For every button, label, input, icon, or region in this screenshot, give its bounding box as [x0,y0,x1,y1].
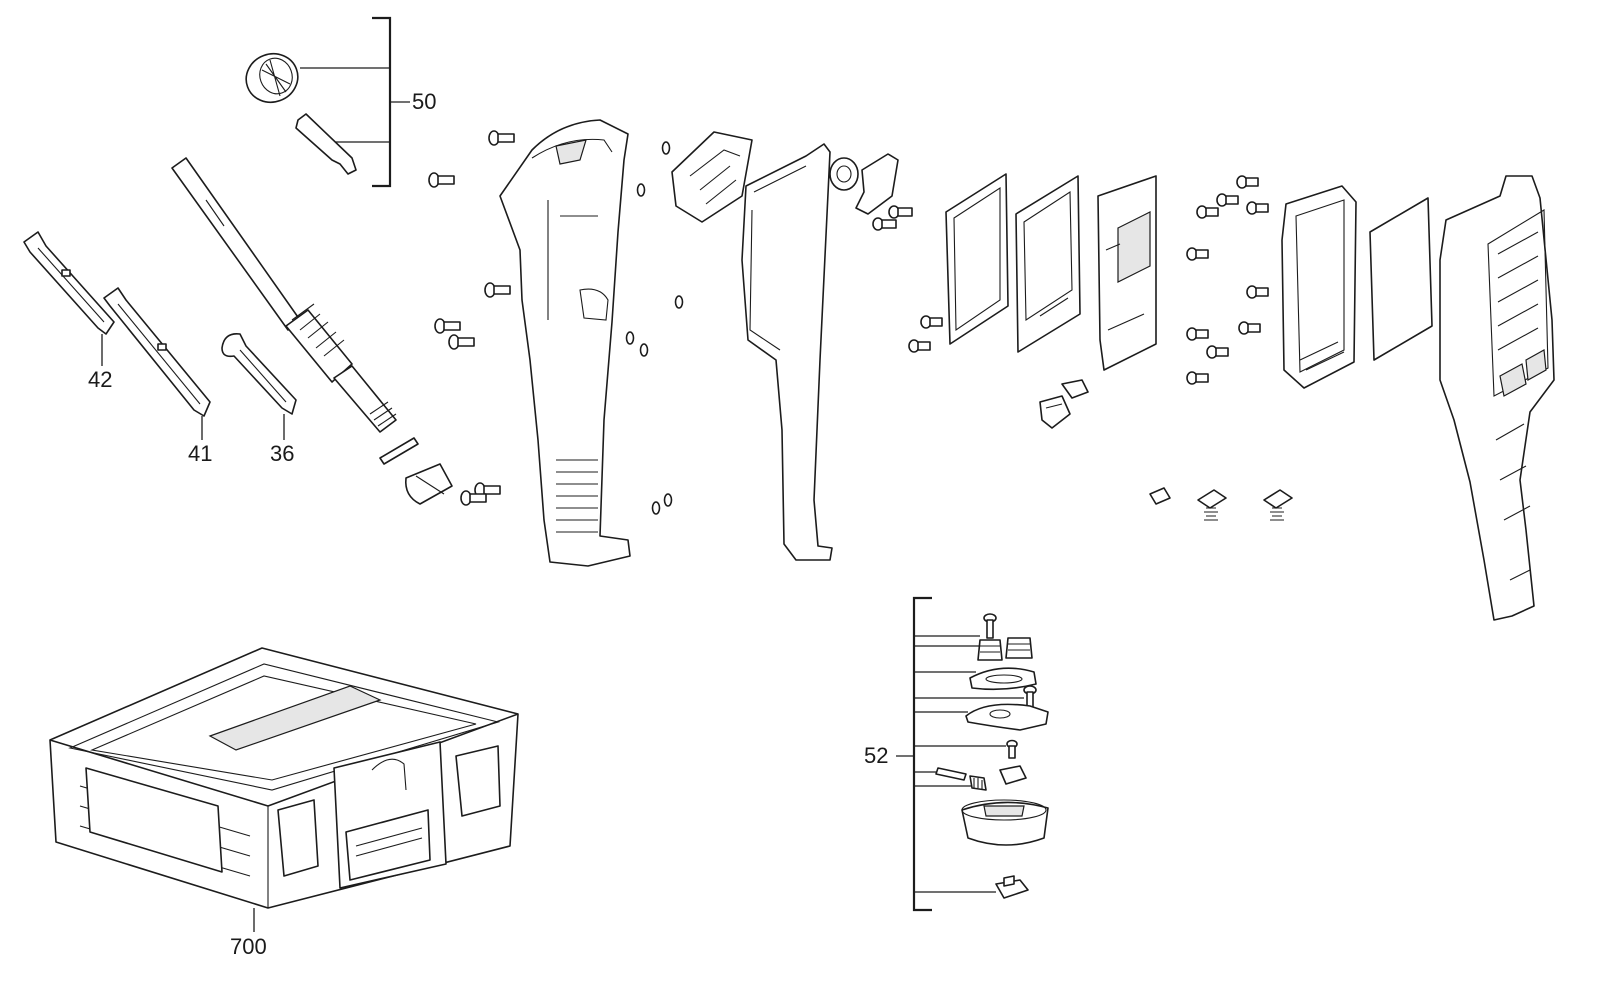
part-36-clip [221,332,297,440]
lever-plate-52 [965,703,1049,731]
small-screw-52a [983,613,997,639]
label-part-700: 700 [230,934,267,959]
small-clip-52 [995,875,1029,899]
roller-part [829,157,859,191]
hinge-bracket [855,153,913,231]
part-group-50 [245,16,410,188]
part-group-52 [896,596,1049,912]
small-screw-52b [1023,685,1037,709]
display-panel [1015,175,1081,353]
label-part-42: 42 [88,367,113,392]
display-housing-frame [1281,185,1357,389]
part-42-bar [23,231,115,366]
front-housing [1439,175,1555,621]
housing-cover-plate [741,143,833,561]
ring-plate-52 [969,667,1037,691]
shaft-assembly [171,157,453,505]
small-screw-52c [1006,739,1018,759]
pin-set [625,141,684,515]
knob-cap-52 [961,799,1049,846]
screw-set-center [908,175,1269,385]
housing-left-half [499,119,631,567]
carry-case-700 [49,647,519,932]
label-part-50: 50 [412,89,437,114]
clip-part-50 [295,113,357,175]
spring-foot-2 [1263,489,1293,521]
spring-foot-1 [1197,489,1227,521]
connector-clips [1039,379,1089,429]
part-41-bar [103,287,211,440]
screw-set-left [428,130,515,506]
display-lens-frame [945,173,1009,345]
pin-spring-52 [935,765,1027,791]
label-part-52: 52 [864,743,889,768]
circuit-board [1097,175,1157,371]
spring-pair-52 [977,637,1033,661]
label-part-41: 41 [188,441,213,466]
label-part-36: 36 [270,441,295,466]
knob-part [245,52,299,104]
small-block-part [1149,487,1171,505]
protective-window [1369,197,1433,361]
switch-block [671,131,753,223]
